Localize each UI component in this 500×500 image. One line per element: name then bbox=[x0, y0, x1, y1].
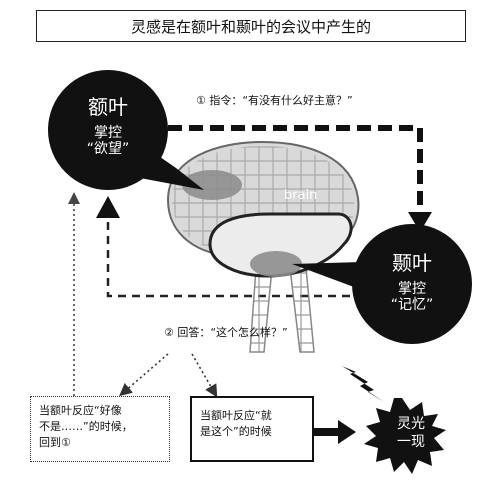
center-to-inspiration-arrowhead bbox=[338, 420, 356, 444]
frontal-lobe-circle bbox=[48, 70, 168, 190]
inspiration-label-group: 灵光 一现 bbox=[378, 416, 444, 451]
temporal-lobe-label-group: 颞叶 掌控 “记忆” bbox=[362, 251, 462, 314]
step2-caption: ② 回答：“这个怎么样？” bbox=[164, 326, 288, 339]
temporal-lobe-highlight bbox=[250, 251, 302, 277]
note-not-it-line3: 回到① bbox=[39, 435, 71, 449]
inspiration-line2: 一现 bbox=[397, 433, 425, 450]
brain-illustration bbox=[166, 140, 360, 353]
frontal-lobe-label-group: 额叶 掌控 “欲望” bbox=[58, 95, 158, 158]
inspiration-line1: 灵光 bbox=[397, 416, 425, 432]
frontal-lobe-name: 额叶 bbox=[88, 95, 128, 119]
note-this-is-it: 当额叶反应“就 是这个”的时候 bbox=[190, 396, 314, 462]
note-not-it-line1: 当额叶反应“好像 bbox=[39, 404, 122, 417]
loop-top-dashed bbox=[168, 125, 423, 218]
temporal-lobe-circle bbox=[352, 224, 472, 344]
temporal-lobe-name: 颞叶 bbox=[392, 251, 432, 275]
brain-stem-2 bbox=[289, 267, 315, 353]
lightning-bolt-icon bbox=[342, 366, 384, 402]
loop-top-arrowhead bbox=[408, 212, 432, 232]
step1-caption: ① 指令：“有没有什么好主意？” bbox=[196, 94, 353, 107]
temporal-lobe-role-line1: 掌控 bbox=[398, 281, 426, 297]
title-text: 灵感是在额叶和颞叶的会议中产生的 bbox=[130, 17, 371, 36]
inspiration-starburst bbox=[364, 398, 446, 474]
dotted-arrow-to-center-note bbox=[191, 353, 218, 398]
dotted-arrow-to-left-note bbox=[119, 353, 169, 397]
diagram-title: 灵感是在额叶和颞叶的会议中产生的 bbox=[36, 10, 466, 42]
note-this-is-it-line1: 当额叶反应“就 bbox=[200, 409, 272, 422]
loop-bottom-arrowhead bbox=[96, 196, 120, 218]
frontal-lobe-role-line1: 掌控 bbox=[94, 125, 122, 141]
loop-bottom-dashed bbox=[106, 212, 378, 298]
note-this-is-it-line2: 是这个”的时候 bbox=[200, 424, 272, 438]
brain-label: brain bbox=[284, 188, 318, 203]
temporal-lobe-role-line2: “记忆” bbox=[390, 297, 434, 314]
note-not-it: 当额叶反应“好像 不是……”的时候， 回到① bbox=[30, 396, 170, 462]
note-not-it-line2: 不是……”的时候， bbox=[39, 419, 133, 433]
frontal-lobe-role-line2: “欲望” bbox=[86, 141, 130, 158]
temporal-lobe-shape bbox=[208, 212, 353, 278]
temporal-lobe-pointer bbox=[292, 262, 362, 290]
dotted-return-arrowhead bbox=[68, 192, 80, 204]
center-to-inspiration-shaft bbox=[314, 428, 340, 436]
frontal-lobe-highlight bbox=[182, 170, 242, 200]
